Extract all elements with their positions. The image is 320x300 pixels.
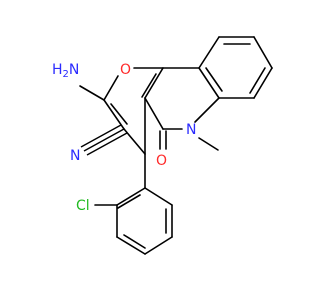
nitrile-group: [80, 124, 128, 156]
bond: [116, 187, 146, 206]
bond: [116, 236, 146, 255]
bond: [198, 36, 220, 69]
bond: [144, 236, 173, 255]
bond: [110, 103, 128, 125]
molecule-structure: H2N O N O N Cl: [52, 36, 273, 255]
pyran-oxygen-label: O: [120, 62, 131, 78]
bond: [123, 128, 146, 155]
bond: [86, 132, 128, 156]
bond: [123, 234, 146, 249]
bond: [83, 128, 125, 152]
bond: [249, 67, 266, 94]
bond: [141, 73, 157, 98]
amine-label: H2N: [52, 62, 79, 80]
bond: [103, 99, 125, 130]
pyridinone-ring: [141, 67, 220, 151]
bond: [80, 124, 122, 148]
bond: [103, 75, 119, 101]
bond: [198, 67, 220, 99]
chlorine-label: Cl: [76, 198, 90, 214]
atom-labels: H2N O N O N Cl: [52, 62, 196, 214]
bond: [253, 67, 273, 99]
chlorophenyl-ring: [94, 153, 173, 255]
bond: [194, 97, 220, 123]
pyran-ring: [79, 67, 164, 155]
carbonyl-oxygen-label: O: [156, 153, 167, 169]
bond: [198, 137, 219, 151]
bond: [144, 187, 173, 206]
bond: [205, 67, 223, 92]
bond: [253, 36, 273, 69]
nitrile-nitrogen-label: N: [70, 148, 80, 164]
bond: [144, 67, 164, 99]
bond: [144, 97, 164, 130]
benzo-ring: [198, 36, 273, 99]
bond: [79, 85, 105, 101]
quinolinone-nitrogen-label: N: [186, 122, 196, 138]
bond: [117, 194, 141, 209]
